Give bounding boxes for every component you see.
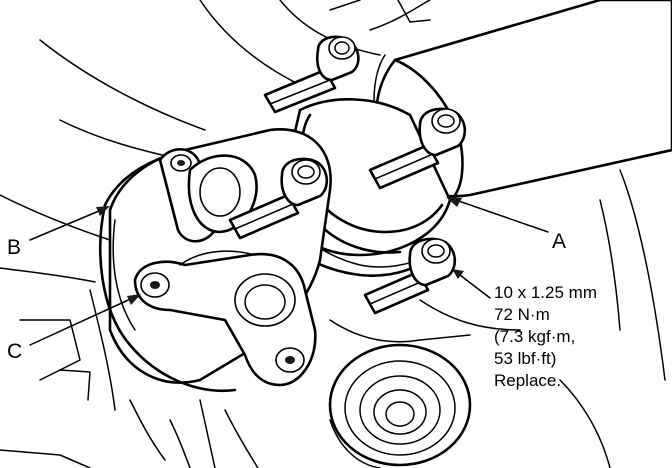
bolt-torque-spec: 10 x 1.25 mm 72 N·m (7.3 kgf·m, 53 lbf·f… <box>494 282 597 392</box>
replace-note: Replace. <box>494 371 562 390</box>
leader-line-a <box>446 197 549 233</box>
callout-a: A <box>552 230 567 253</box>
leader-line-b <box>29 206 110 241</box>
callout-b: B <box>7 236 22 259</box>
leader-line-spec <box>452 269 491 299</box>
torque-kgfm: (7.3 kgf·m, <box>494 327 576 346</box>
leader-line-c <box>29 294 141 346</box>
flange-bolt <box>263 35 360 114</box>
flange-bolt <box>368 107 467 190</box>
joint-flange <box>133 250 317 387</box>
torque-lbfft: 53 lbf·ft) <box>494 349 557 368</box>
flange-bolt <box>363 237 457 315</box>
lower-round-component <box>328 343 472 468</box>
callout-c: C <box>7 340 23 363</box>
bolt-size: 10 x 1.25 mm <box>494 283 597 302</box>
torque-nm: 72 N·m <box>494 305 550 324</box>
flange-bolt <box>228 157 329 240</box>
